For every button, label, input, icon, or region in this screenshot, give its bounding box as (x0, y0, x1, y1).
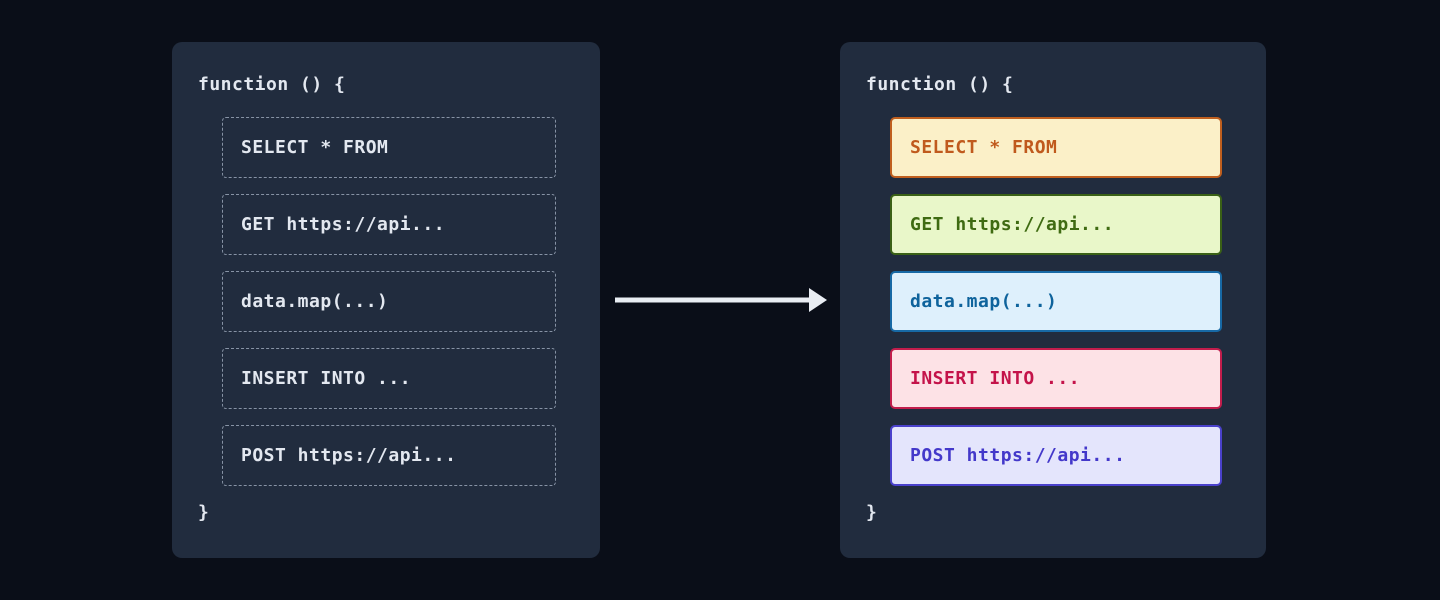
code-block-label: SELECT * FROM (241, 137, 389, 158)
code-block-list: SELECT * FROM GET https://api... data.ma… (222, 117, 556, 486)
code-block-sql-insert: INSERT INTO ... (222, 348, 556, 409)
function-open-line: function () { (198, 74, 346, 95)
code-block-label: POST https://api... (910, 445, 1126, 466)
code-panel-after: function () { SELECT * FROM GET https://… (840, 42, 1266, 558)
function-close-line: } (198, 502, 209, 523)
function-open-line: function () { (866, 74, 1014, 95)
code-block-label: POST https://api... (241, 445, 457, 466)
code-block-label: INSERT INTO ... (910, 368, 1081, 389)
transform-arrow-icon (615, 288, 827, 312)
code-block-http-get: GET https://api... (222, 194, 556, 255)
code-block-data-map-highlighted: data.map(...) (890, 271, 1222, 332)
code-block-label: GET https://api... (910, 214, 1115, 235)
code-block-sql-select-highlighted: SELECT * FROM (890, 117, 1222, 178)
code-block-label: INSERT INTO ... (241, 368, 412, 389)
code-block-label: data.map(...) (910, 291, 1058, 312)
function-close-line: } (866, 502, 877, 523)
code-block-label: GET https://api... (241, 214, 446, 235)
code-block-label: SELECT * FROM (910, 137, 1058, 158)
code-block-list: SELECT * FROM GET https://api... data.ma… (890, 117, 1222, 486)
code-block-label: data.map(...) (241, 291, 389, 312)
code-block-data-map: data.map(...) (222, 271, 556, 332)
code-block-sql-insert-highlighted: INSERT INTO ... (890, 348, 1222, 409)
code-block-sql-select: SELECT * FROM (222, 117, 556, 178)
code-panel-before: function () { SELECT * FROM GET https://… (172, 42, 600, 558)
code-block-http-post-highlighted: POST https://api... (890, 425, 1222, 486)
code-block-http-get-highlighted: GET https://api... (890, 194, 1222, 255)
code-block-http-post: POST https://api... (222, 425, 556, 486)
